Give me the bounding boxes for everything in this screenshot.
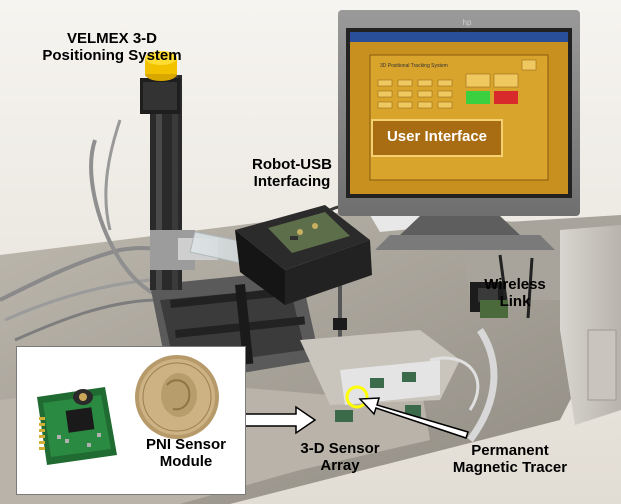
array-label-line1: 3-D Sensor	[300, 440, 380, 457]
pni-sensor-inset	[16, 346, 246, 495]
wireless-link-label: Wireless Link	[475, 276, 555, 310]
pni-sensor-label: PNI Sensor Module	[136, 436, 236, 470]
wireless-label-line1: Wireless	[484, 276, 546, 293]
robot-label-line2: Interfacing	[253, 173, 331, 190]
tracer-label-line2: Magnetic Tracer	[452, 459, 568, 476]
robot-usb-label: Robot-USB Interfacing	[242, 156, 342, 190]
screen-window-title: 3D Positional Tracking System	[380, 63, 448, 69]
tracer-label-line1: Permanent	[471, 442, 549, 459]
wireless-label-line2: Link	[499, 293, 531, 310]
monitor-brand-logo: hp	[462, 18, 472, 27]
velmex-positioning-label: VELMEX 3-D Positioning System	[32, 30, 192, 64]
robot-label-line1: Robot-USB	[252, 156, 332, 173]
magnetic-tracer-label: Permanent Magnetic Tracer	[440, 442, 580, 476]
velmex-label-line2: Positioning System	[42, 47, 182, 64]
array-label-line2: Array	[320, 457, 360, 474]
sensor-array-label: 3-D Sensor Array	[290, 440, 390, 474]
pni-label-line1: PNI Sensor	[145, 436, 227, 453]
pni-label-line2: Module	[159, 453, 213, 470]
velmex-label-line1: VELMEX 3-D	[66, 30, 157, 47]
user-interface-label: User Interface	[386, 128, 488, 145]
pni-sensor-inset-photo	[17, 347, 245, 494]
